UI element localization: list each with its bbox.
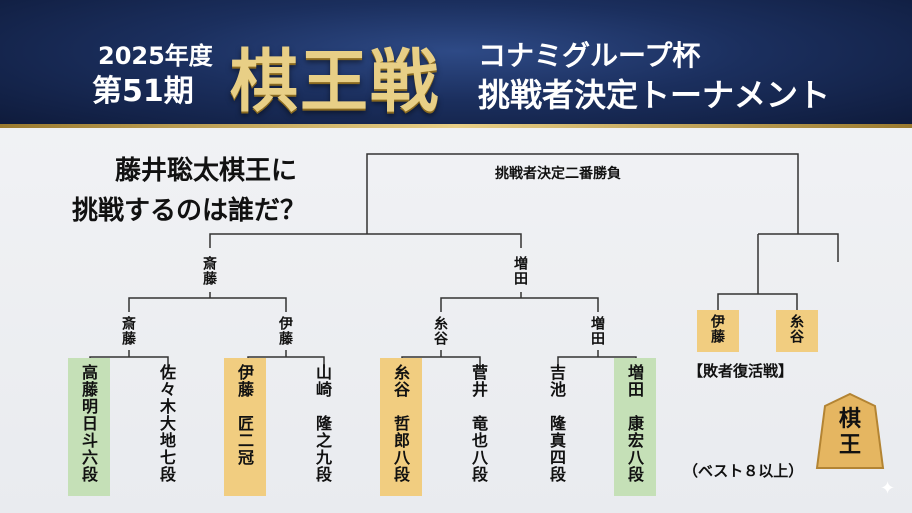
- qf-label: 斎藤: [120, 316, 136, 346]
- best8-label: （ベスト８以上）: [683, 462, 804, 480]
- sparkle-icon: ✦: [880, 478, 896, 499]
- player-box-highlight: [224, 358, 266, 496]
- player-name: 山崎 隆之九段: [313, 364, 332, 483]
- header-title: 棋王戦: [230, 43, 441, 122]
- loser-box: [776, 310, 818, 352]
- header-tourney: 挑戦者決定トーナメント: [478, 76, 831, 114]
- semi-left-label: 斎藤: [201, 256, 217, 286]
- player-box-highlight: [380, 358, 422, 496]
- loser-box: [697, 310, 739, 352]
- shogi-piece-char: 棋王: [839, 406, 861, 458]
- shogi-piece-icon: 棋王: [815, 392, 885, 469]
- player-box-highlight: [68, 358, 110, 496]
- question-line-2: 挑戦するのは誰だ？: [72, 196, 307, 226]
- player-name: 佐々木大地七段: [157, 364, 176, 483]
- player-name: 高藤明日斗六段: [79, 364, 98, 483]
- player-name: 伊藤 匠二冠: [235, 364, 254, 466]
- header-banner: 2025年度 第51期 棋王戦 コナミグループ杯 挑戦者決定トーナメント: [0, 0, 912, 128]
- player-name: 増田 康宏八段: [625, 364, 644, 483]
- player-name: 菅井 竜也八段: [469, 364, 488, 483]
- player-name: 糸谷 哲郎八段: [391, 364, 410, 483]
- header-year: 2025年度: [98, 42, 213, 70]
- player-name: 吉池 隆真四段: [547, 364, 566, 483]
- header-divider: [0, 124, 912, 128]
- loser-player-name: 糸谷: [788, 314, 804, 344]
- player-box-highlight: [614, 358, 656, 496]
- qf-label: 増田: [589, 316, 605, 346]
- qf-label: 伊藤: [277, 316, 293, 346]
- final-label: 挑戦者決定二番勝負: [495, 166, 621, 182]
- semi-right-label: 増田: [512, 256, 528, 286]
- header-cup: コナミグループ杯: [478, 39, 701, 72]
- header-term: 第51期: [92, 74, 194, 109]
- question-line-1: 藤井聡太棋王に: [115, 156, 298, 186]
- qf-label: 糸谷: [432, 316, 448, 346]
- loser-bracket-label: 【敗者復活戦】: [688, 362, 794, 380]
- loser-player-name: 伊藤: [709, 314, 725, 344]
